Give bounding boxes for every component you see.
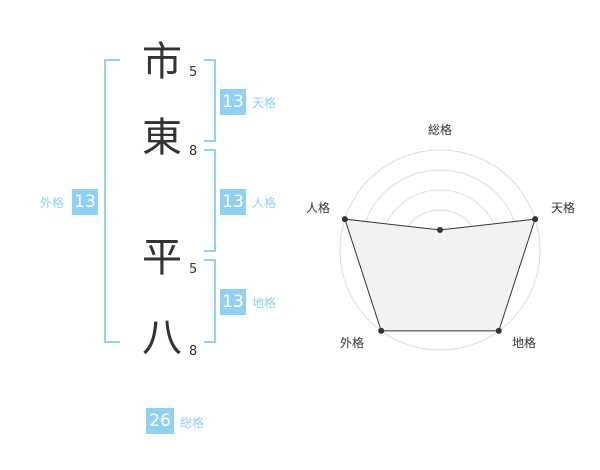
radar-label-tenkaku: 天格 (551, 200, 575, 215)
tenkaku-label: 天格 (252, 96, 277, 110)
stroke-count-4: 8 (189, 344, 198, 359)
stroke-count-3: 5 (189, 262, 198, 277)
radar-grid-ring-5 (339, 149, 541, 351)
jinkaku-value: 13 (220, 189, 246, 215)
soukaku-label: 総格 (180, 416, 205, 430)
radar-point-2 (495, 327, 502, 334)
gaikaku-value: 13 (72, 189, 98, 215)
gaikaku-bracket (104, 59, 120, 343)
radar-label-chikaku: 地格 (512, 335, 536, 350)
radar-label-gaikaku: 外格 (340, 335, 364, 350)
tenkaku-bracket (204, 59, 216, 142)
stroke-count-2: 8 (189, 144, 198, 159)
gaikaku-label: 外格 (40, 196, 65, 210)
radar-point-1 (532, 216, 539, 223)
kanji-2: 東 (142, 115, 182, 161)
radar-label-soukaku: 総格 (428, 122, 452, 137)
chikaku-label: 地格 (252, 296, 277, 310)
soukaku-value: 26 (146, 408, 174, 434)
radar-area (344, 218, 536, 332)
chikaku-bracket (204, 259, 216, 343)
tenkaku-value: 13 (220, 89, 246, 115)
radar-point-4 (341, 216, 348, 223)
radar-point-3 (378, 327, 385, 334)
radar-label-jinkaku: 人格 (306, 200, 330, 215)
stroke-count-1: 5 (189, 65, 198, 80)
kanji-3: 平 (142, 235, 182, 281)
radar-point-0 (437, 227, 443, 233)
kanji-1: 市 (142, 39, 182, 85)
jinkaku-label: 人格 (252, 196, 277, 210)
chikaku-value: 13 (220, 289, 246, 315)
jinkaku-bracket (204, 149, 216, 252)
kanji-4: 八 (142, 315, 182, 361)
